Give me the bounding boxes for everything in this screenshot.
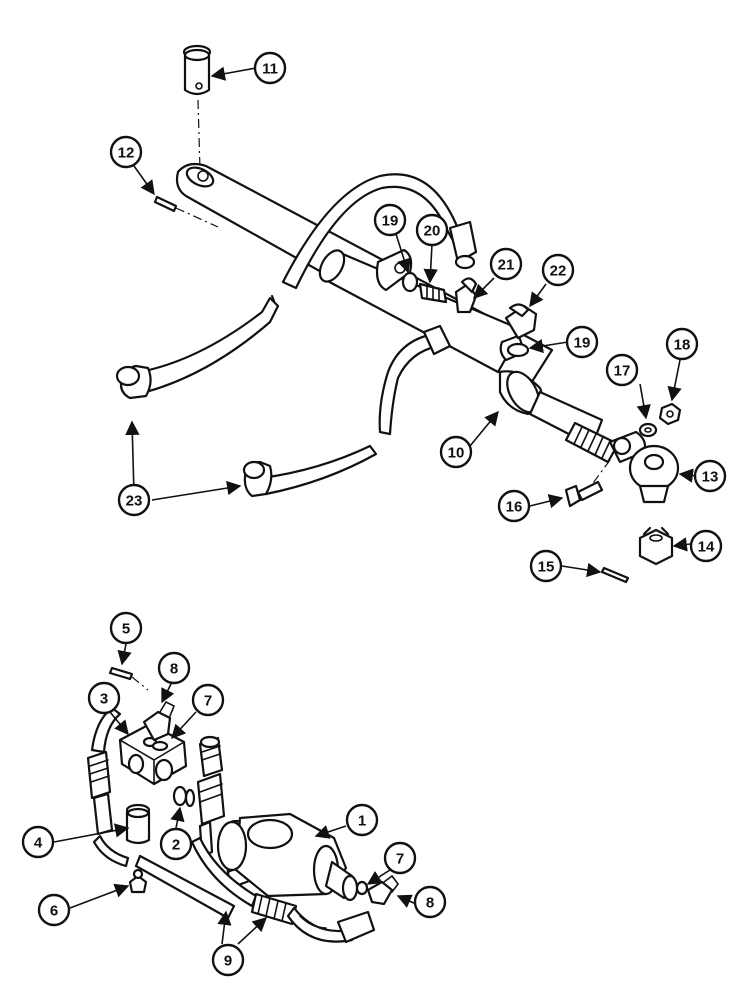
pin-11 <box>182 44 212 171</box>
svg-text:21: 21 <box>498 257 515 274</box>
nut-18 <box>658 402 682 426</box>
callout-11: 11 <box>253 51 287 85</box>
callout-19-upper: 19 <box>373 203 407 237</box>
svg-text:11: 11 <box>262 61 278 78</box>
hoses-upper <box>115 173 478 498</box>
callout-20: 20 <box>415 213 449 247</box>
svg-text:7: 7 <box>204 693 212 710</box>
pin-4 <box>125 803 151 845</box>
cotter-pin-12 <box>153 195 219 228</box>
callout-9: 9 <box>211 943 245 977</box>
castle-nut-14 <box>638 526 674 566</box>
callout-16: 16 <box>497 489 531 523</box>
callout-10: 10 <box>439 435 473 469</box>
cotter-pin-5 <box>108 666 149 691</box>
svg-text:6: 6 <box>50 903 58 920</box>
svg-text:17: 17 <box>614 363 631 380</box>
callout-19-lower: 19 <box>565 325 599 359</box>
svg-text:7: 7 <box>396 851 404 868</box>
callouts: 11 12 19 20 21 22 19 10 17 18 13 16 14 1… <box>21 51 727 977</box>
svg-text:16: 16 <box>506 499 523 516</box>
cotter-pin-15 <box>600 566 630 584</box>
callout-12: 12 <box>109 135 143 169</box>
svg-text:9: 9 <box>224 953 232 970</box>
grease-nipple-6 <box>128 868 148 894</box>
callout-8-bottom: 8 <box>413 885 447 919</box>
callout-21: 21 <box>489 247 523 281</box>
svg-text:10: 10 <box>448 445 465 462</box>
svg-text:5: 5 <box>122 621 130 638</box>
callout-1: 1 <box>345 803 379 837</box>
washer-17 <box>638 422 658 438</box>
hose-9 <box>134 836 376 944</box>
svg-text:15: 15 <box>538 559 555 576</box>
svg-text:20: 20 <box>424 223 441 240</box>
o-ring-7-top <box>151 740 169 752</box>
svg-text:13: 13 <box>702 469 719 486</box>
svg-text:18: 18 <box>674 337 691 354</box>
lower-assembly <box>86 666 399 944</box>
cylinder-10 <box>175 162 620 464</box>
leader-lines <box>53 66 697 945</box>
svg-text:23: 23 <box>126 493 143 510</box>
callout-15: 15 <box>529 549 563 583</box>
svg-text:14: 14 <box>698 539 715 556</box>
callout-13: 13 <box>693 459 727 493</box>
callout-7-bottom: 7 <box>383 841 417 875</box>
svg-text:8: 8 <box>170 661 178 678</box>
svg-text:3: 3 <box>100 691 108 708</box>
callout-2: 2 <box>159 827 193 861</box>
elbow-8-top <box>142 700 176 742</box>
svg-text:19: 19 <box>382 213 399 230</box>
callout-18: 18 <box>665 327 699 361</box>
callout-3: 3 <box>87 681 121 715</box>
block-3 <box>118 722 188 786</box>
callout-22: 22 <box>541 253 575 287</box>
o-ring-2 <box>172 785 188 807</box>
callout-17: 17 <box>605 353 639 387</box>
bolt-16 <box>564 480 604 508</box>
callout-7-top: 7 <box>191 683 225 717</box>
svg-text:12: 12 <box>118 145 135 162</box>
callout-14: 14 <box>689 529 723 563</box>
callout-5: 5 <box>109 611 143 645</box>
o-ring-7-bottom <box>355 880 369 896</box>
fittings-upper <box>401 271 538 358</box>
svg-text:19: 19 <box>574 335 591 352</box>
tie-rod-end-13 <box>587 430 680 504</box>
callout-23: 23 <box>117 483 151 517</box>
svg-text:8: 8 <box>426 895 434 912</box>
svg-text:2: 2 <box>172 837 180 854</box>
callout-4: 4 <box>21 825 55 859</box>
svg-text:22: 22 <box>550 263 567 280</box>
svg-text:4: 4 <box>34 835 43 852</box>
callout-6: 6 <box>37 893 71 927</box>
callout-8-top: 8 <box>157 651 191 685</box>
hose-left <box>86 706 130 868</box>
svg-text:1: 1 <box>358 813 366 830</box>
upper-assembly <box>115 44 682 584</box>
